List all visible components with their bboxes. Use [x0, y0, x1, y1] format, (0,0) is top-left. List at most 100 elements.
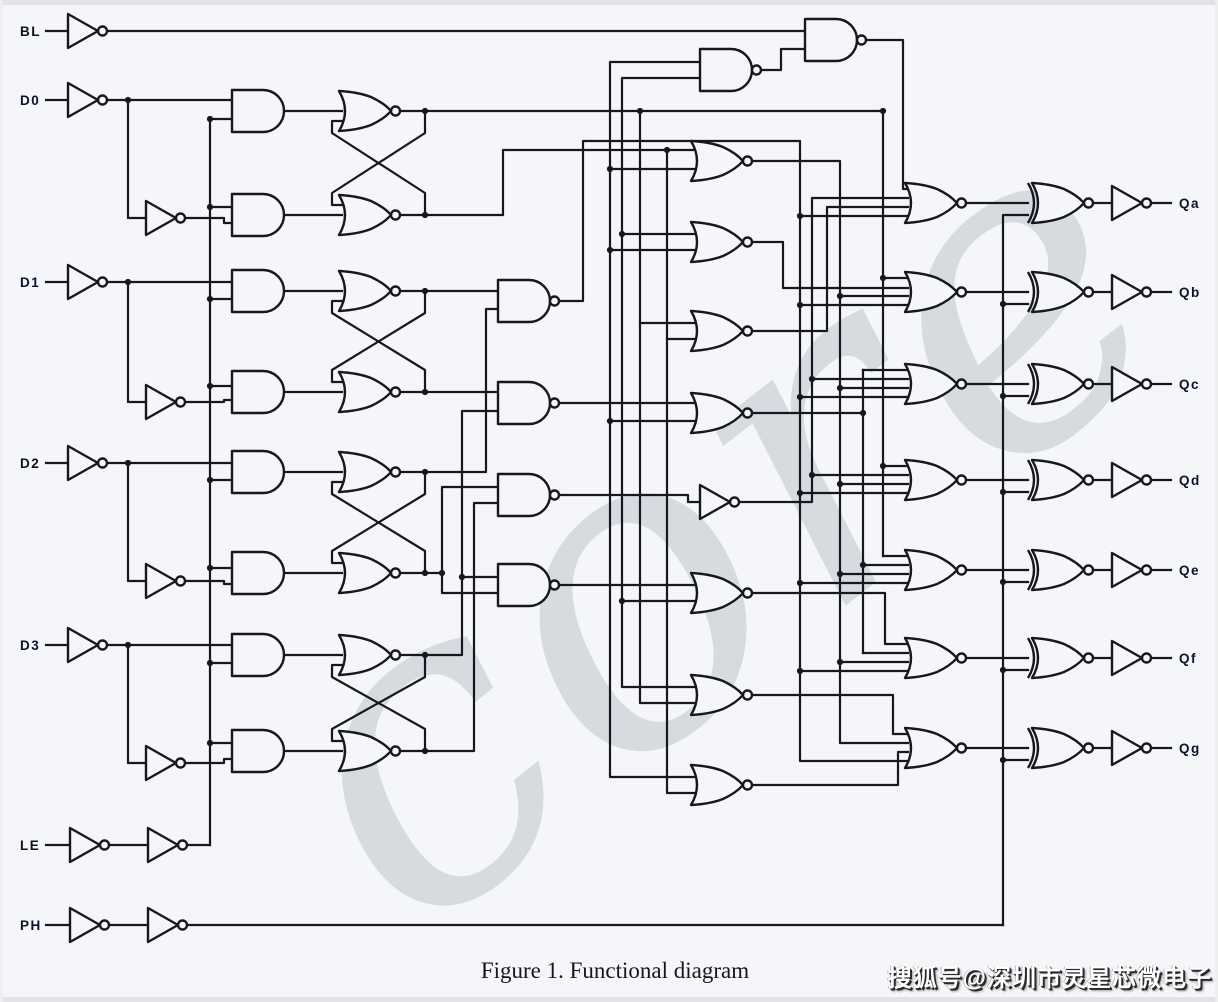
output-label-qg: Qg: [1179, 741, 1201, 756]
wire: [759, 47, 807, 72]
or-curve: [1030, 270, 1086, 314]
inverter-triangle: [1110, 273, 1144, 311]
inverter-bubble: [1140, 742, 1153, 754]
inverter-bubble: [96, 457, 109, 469]
inverter-bubble: [389, 649, 402, 661]
junction-dot: [421, 211, 429, 219]
xnor-or-body: [1030, 458, 1086, 502]
output-label-qd: Qd: [1179, 473, 1201, 488]
junction-dot: [421, 468, 429, 476]
inverter-triangle: [66, 12, 100, 50]
junction-dot: [206, 295, 214, 303]
inverter-bubble: [741, 325, 754, 337]
xnor-or-body: [1030, 270, 1086, 314]
wire: [183, 216, 234, 225]
and-body: [230, 268, 286, 314]
inverter-triangle: [66, 263, 100, 301]
junction-dot: [663, 146, 671, 154]
nor-body: [337, 193, 393, 237]
inverter-bubble: [1082, 564, 1095, 576]
wire: [330, 109, 427, 207]
ph-inverter-1: [68, 906, 111, 944]
nor-body: [903, 458, 959, 502]
mid-nand-4: [496, 562, 561, 608]
junction-dot: [796, 579, 804, 587]
or-curve: [1030, 458, 1086, 502]
d3-latch-and-1: [230, 632, 286, 678]
junction-dot: [999, 488, 1007, 496]
nor-body: [337, 269, 393, 313]
junction-dot: [859, 561, 867, 569]
junction-dot: [796, 212, 804, 220]
nor-body: [903, 270, 959, 314]
output-label-qc: Qc: [1179, 377, 1200, 392]
inverter-bubble: [389, 209, 402, 221]
and-body: [230, 192, 286, 238]
d0-latch-and-1: [230, 88, 286, 134]
mid-nor-6: [689, 673, 754, 717]
junction-dot: [836, 384, 844, 392]
junction-dot: [808, 375, 816, 383]
inverter-bubble: [1140, 474, 1153, 486]
xnor-second-arc: [1026, 271, 1036, 313]
inverter-bubble: [389, 466, 402, 478]
inverter-bubble: [389, 745, 402, 757]
inverter-bubble: [855, 34, 868, 46]
inverter-triangle: [68, 906, 102, 944]
wire: [330, 470, 427, 565]
inverter-bubble: [1082, 197, 1095, 209]
inverter-triangle: [144, 744, 178, 782]
inverter-triangle: [1110, 639, 1144, 677]
junction-dot: [206, 564, 214, 572]
or-curve: [1030, 548, 1086, 592]
inverter-bubble: [174, 396, 187, 408]
wire: [750, 591, 910, 646]
qa-output-inverter: [1110, 184, 1153, 222]
inverter-bubble: [548, 489, 561, 501]
wire-layer: [44, 29, 1173, 927]
junction-dot: [124, 278, 132, 286]
inverter-bubble: [1082, 652, 1095, 664]
inverter-bubble: [174, 212, 187, 224]
junction-dot: [999, 578, 1007, 586]
inverter-triangle: [144, 562, 178, 600]
junction-dot: [796, 301, 804, 309]
input-label-bl: BL: [20, 24, 41, 39]
d3-latch-and-2: [230, 728, 286, 774]
d3-latch-nor-2: [337, 729, 402, 773]
junction-dot: [636, 107, 644, 115]
inverter-triangle: [1110, 461, 1144, 499]
and-body: [230, 88, 286, 134]
inverter-triangle: [146, 906, 180, 944]
d1-latch-nor-2: [337, 370, 402, 414]
nand-body: [496, 278, 552, 324]
wire: [126, 643, 148, 765]
junction-dot: [124, 459, 132, 467]
mid-nor-3: [689, 309, 754, 353]
nand-body: [496, 472, 552, 518]
qe-output-inverter: [1110, 551, 1153, 589]
inverter-bubble: [1082, 742, 1095, 754]
junction-dot: [808, 471, 816, 479]
or-curve: [1030, 726, 1086, 770]
qb-output-nor: [903, 270, 968, 314]
inverter-bubble: [955, 652, 968, 664]
nand-body: [496, 380, 552, 426]
xnor-or-body: [1030, 548, 1086, 592]
nor-body: [903, 726, 959, 770]
junction-dot: [836, 480, 844, 488]
qd-xnor: [1026, 458, 1095, 502]
inverter-triangle: [698, 483, 732, 521]
inverter-bubble: [1082, 378, 1095, 390]
junction-dot: [999, 300, 1007, 308]
inverter-triangle: [146, 826, 180, 864]
inverter-bubble: [96, 639, 109, 651]
junction-dot: [206, 659, 214, 667]
mid-nand-3: [496, 472, 561, 518]
wire: [398, 409, 500, 657]
inverter-bubble: [176, 919, 189, 931]
nor-body: [689, 763, 745, 807]
inverter-triangle: [68, 826, 102, 864]
qe-output-nor: [903, 548, 968, 592]
nor-body: [337, 370, 393, 414]
